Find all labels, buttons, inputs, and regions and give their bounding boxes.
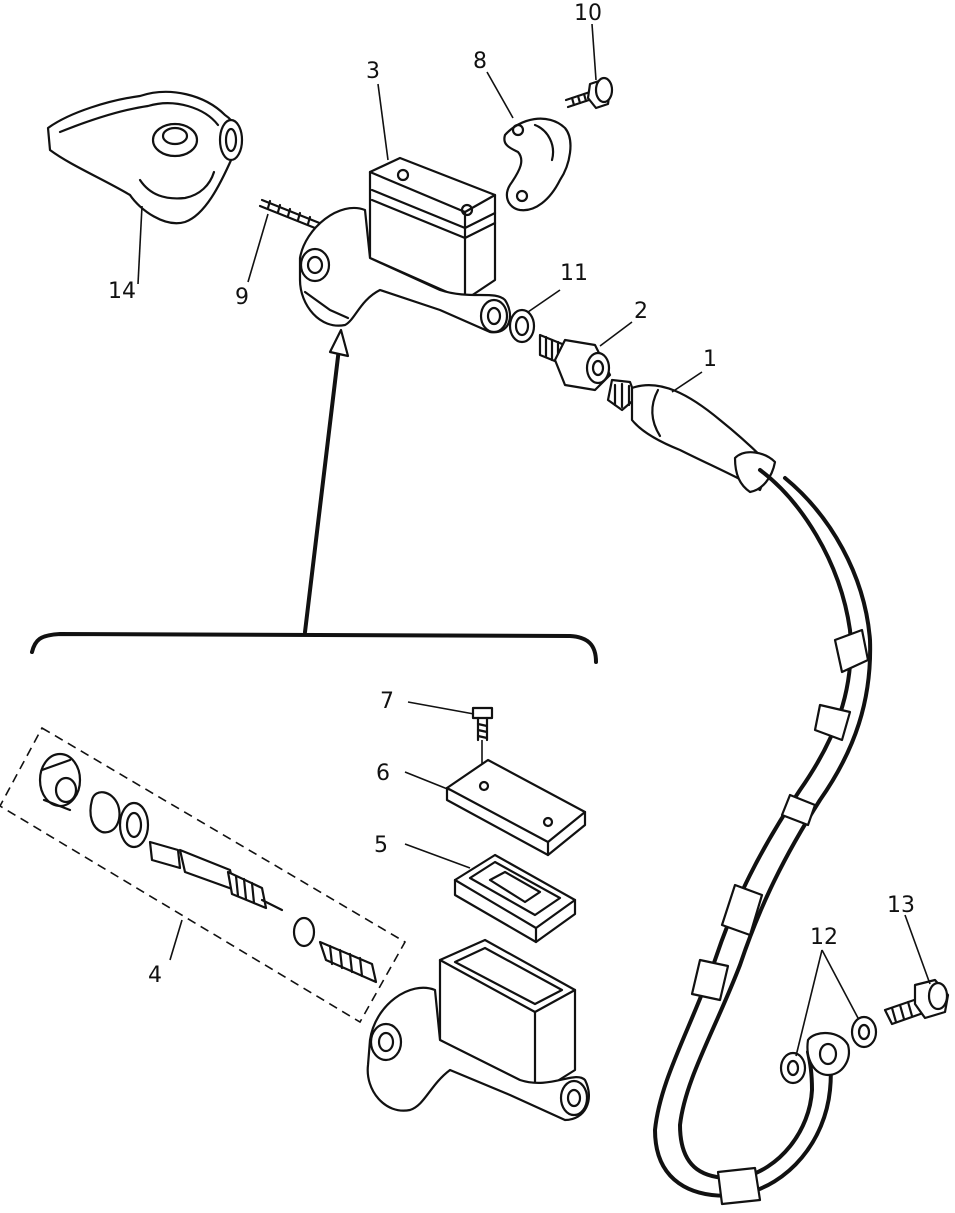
callout-9: 9 <box>235 285 249 310</box>
callout-7: 7 <box>380 689 394 714</box>
part-2-hose-fitting <box>538 333 612 392</box>
callout-2: 2 <box>634 299 648 324</box>
part-12-gasket-washers <box>779 1015 878 1085</box>
callout-1: 1 <box>703 347 717 372</box>
detail-bracket <box>30 632 598 664</box>
part-1-brake-hose <box>606 378 873 1206</box>
callout-12: 12 <box>810 925 838 950</box>
callout-14: 14 <box>108 279 136 304</box>
part-4-piston-kit <box>0 726 407 1024</box>
master-cylinder-body <box>366 938 590 1122</box>
callout-10: 10 <box>574 1 602 26</box>
part-6-reservoir-cap <box>445 758 587 857</box>
callout-11: 11 <box>560 261 588 286</box>
leader-lines <box>137 23 931 1057</box>
callout-labels: 1 2 3 4 5 6 7 8 9 10 11 12 13 14 <box>108 1 915 988</box>
part-5-diaphragm <box>453 853 577 944</box>
callout-3: 3 <box>366 59 380 84</box>
part-9-bolt <box>258 198 324 232</box>
callout-13: 13 <box>887 893 915 918</box>
callout-8: 8 <box>473 49 487 74</box>
part-11-washer <box>508 308 536 344</box>
callout-4: 4 <box>148 963 162 988</box>
part-10-clamp-bolt <box>564 76 614 110</box>
part-14-lever-cover <box>46 90 244 225</box>
part-3-master-cylinder <box>298 156 512 334</box>
part-13-union-bolt <box>883 978 950 1026</box>
detail-arrow <box>303 328 350 634</box>
part-8-holder-clamp <box>503 117 572 212</box>
callout-5: 5 <box>374 833 388 858</box>
callout-6: 6 <box>376 761 390 786</box>
